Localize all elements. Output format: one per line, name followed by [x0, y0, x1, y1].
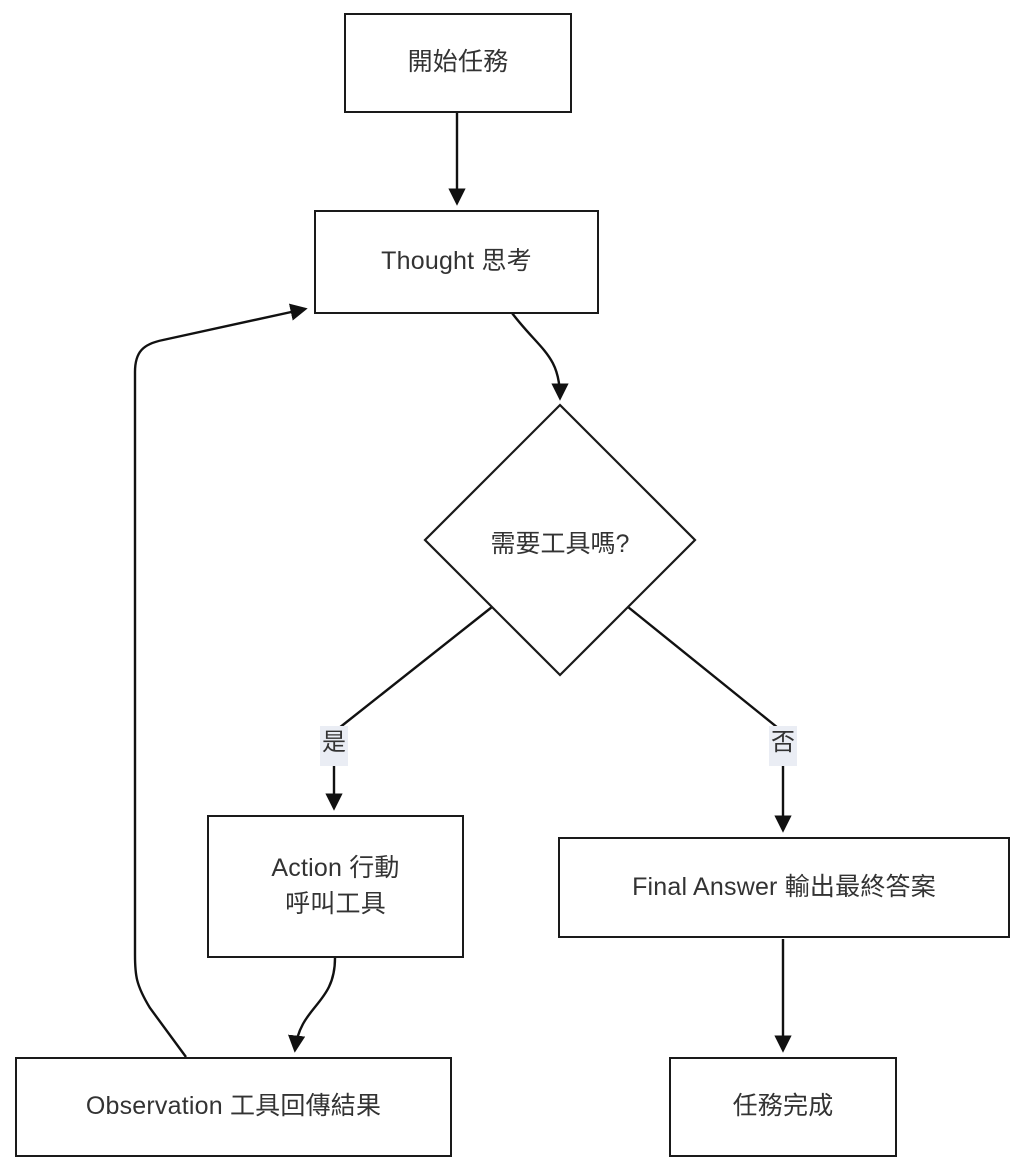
edge-thought-to-decision	[511, 312, 569, 401]
edge-observation-to-thought-loop	[133, 303, 308, 1058]
node-start-label: 開始任務	[407, 48, 509, 77]
decision-diamond-shape[interactable]	[423, 403, 697, 677]
edge-decision-yes-diagonal	[333, 606, 493, 733]
node-action-label-line2: 呼叫工具	[285, 889, 386, 918]
node-observation-label: Observation 工具回傳結果	[85, 1092, 382, 1121]
node-action-label-line1: Action 行動	[271, 854, 400, 882]
node-done-label: 任務完成	[732, 1092, 834, 1121]
edge-label-no: 否	[769, 726, 797, 766]
node-final-answer-label: Final Answer 輸出最終答案	[632, 872, 936, 901]
node-action[interactable]: Action 行動 呼叫工具	[207, 815, 464, 958]
edge-action-to-observation	[288, 957, 337, 1053]
node-thought[interactable]: Thought 思考	[314, 210, 599, 314]
edge-label-yes: 是	[320, 726, 348, 766]
edge-decision-no-diagonal	[627, 606, 784, 733]
node-decision-label: 需要工具嗎?	[490, 530, 630, 558]
node-thought-label: Thought 思考	[381, 247, 532, 276]
node-final-answer[interactable]: Final Answer 輸出最終答案	[558, 837, 1010, 938]
node-observation[interactable]: Observation 工具回傳結果	[15, 1057, 452, 1157]
node-start[interactable]: 開始任務	[344, 13, 572, 113]
node-done[interactable]: 任務完成	[669, 1057, 897, 1157]
